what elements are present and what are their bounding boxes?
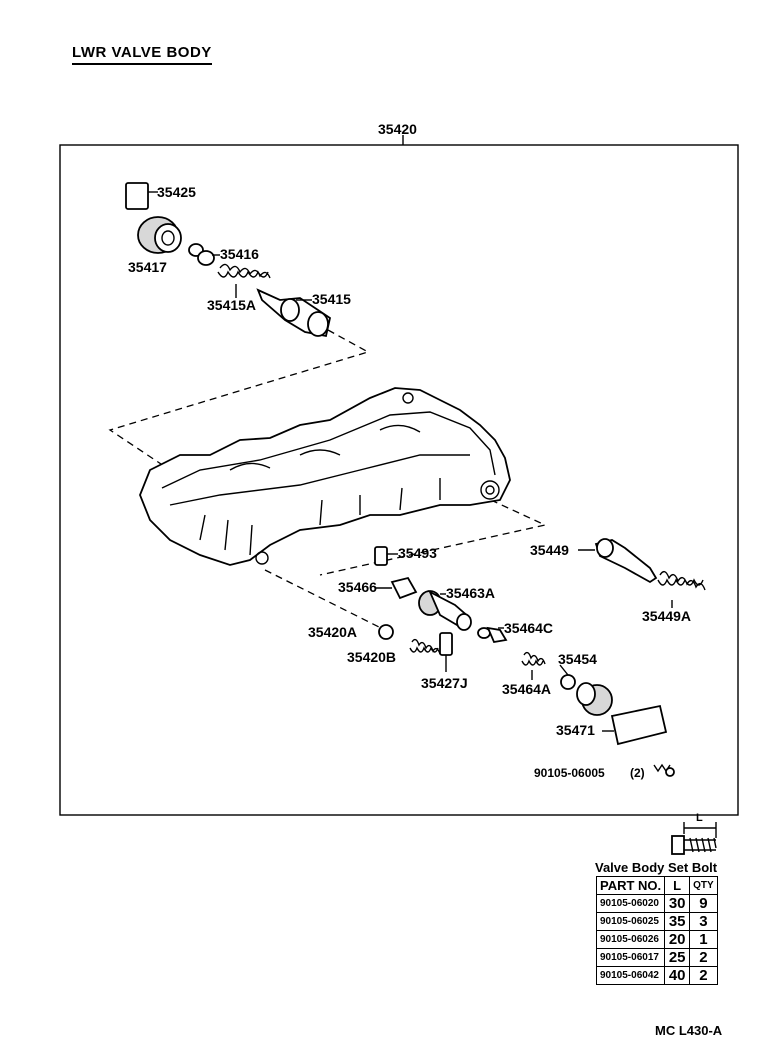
table-row: 90105-06025 35 3 [595,912,718,931]
part-35493[interactable] [374,546,388,566]
callout-bolt[interactable]: 90105-06005 [534,766,605,780]
callout-35417[interactable]: 35417 [128,259,167,275]
table-row: 90105-06017 25 2 [595,948,718,967]
cell-qty: 2 [689,966,718,985]
cell-part-no: 90105-06042 [595,966,666,985]
callout-35415A[interactable]: 35415A [207,297,256,313]
diagram-title: LWR VALVE BODY [72,44,212,65]
callout-35416[interactable]: 35416 [220,246,259,262]
bolt-length-label: L [696,812,703,824]
cell-qty: 2 [689,948,718,967]
cell-part-no: 90105-06026 [595,930,666,949]
cell-length: 20 [664,930,691,949]
cell-length: 25 [664,948,691,967]
part-35463A-valve[interactable] [418,590,472,631]
cell-qty: 1 [689,930,718,949]
part-35416[interactable] [188,243,215,266]
header-length: L [664,876,691,895]
callout-35454[interactable]: 35454 [558,651,597,667]
valve-body-plate[interactable] [139,387,511,566]
part-35471-plate[interactable] [610,704,668,746]
cell-qty: 9 [689,894,718,913]
reference-code: MC L430-A [655,1023,723,1038]
callout-35449A[interactable]: 35449A [642,608,691,624]
callout-35420B[interactable]: 35420B [347,649,396,665]
part-35464C[interactable] [477,626,508,644]
part-35454[interactable] [560,674,613,716]
table-row: 90105-06026 20 1 [595,930,718,949]
callout-35466[interactable]: 35466 [338,579,377,595]
bolt-table-header-row: PART NO. L QTY [595,876,718,895]
callout-35425[interactable]: 35425 [157,184,196,200]
part-35420A-ball[interactable] [378,624,394,640]
part-35449-valve[interactable] [594,538,658,584]
guide-line-lower [264,569,386,631]
guide-line-upper [108,329,370,471]
callout-35427J[interactable]: 35427J [421,675,468,691]
part-bolt-90105-06005[interactable] [653,763,675,777]
part-35415-valve[interactable] [256,288,332,338]
cell-part-no: 90105-06017 [595,948,666,967]
callout-bolt-qty: (2) [630,766,645,780]
part-35464A-spring[interactable] [521,651,546,666]
part-35466[interactable] [390,576,418,600]
cell-part-no: 90105-06020 [595,894,666,913]
part-35449A-spring[interactable] [657,570,706,591]
cell-length: 30 [664,894,691,913]
table-row: 90105-06042 40 2 [595,966,718,985]
part-35427J[interactable] [439,632,453,656]
callout-35471[interactable]: 35471 [556,722,595,738]
bolt-table-caption: Valve Body Set Bolt [595,860,718,875]
callout-35463A[interactable]: 35463A [446,585,495,601]
callout-35420[interactable]: 35420 [378,121,417,137]
bolt-table: PART NO. L QTY 90105-06020 30 9 90105-06… [595,876,718,985]
callout-35420A[interactable]: 35420A [308,624,357,640]
callout-35464A[interactable]: 35464A [502,681,551,697]
set-bolt-illustration [671,822,717,855]
cell-length: 40 [664,966,691,985]
cell-length: 35 [664,912,691,931]
part-35425[interactable] [125,182,149,210]
callout-35415[interactable]: 35415 [312,291,351,307]
cell-part-no: 90105-06025 [595,912,666,931]
callout-35464C[interactable]: 35464C [504,620,553,636]
part-35417[interactable] [137,216,182,254]
part-35420B-spring[interactable] [409,638,441,655]
callout-35449[interactable]: 35449 [530,542,569,558]
header-part-no: PART NO. [595,876,666,895]
callout-35493[interactable]: 35493 [398,545,437,561]
assembly-frame [59,144,739,816]
cell-qty: 3 [689,912,718,931]
table-row: 90105-06020 30 9 [595,894,718,913]
header-qty: QTY [689,876,718,895]
part-35415A-spring[interactable] [217,263,271,279]
